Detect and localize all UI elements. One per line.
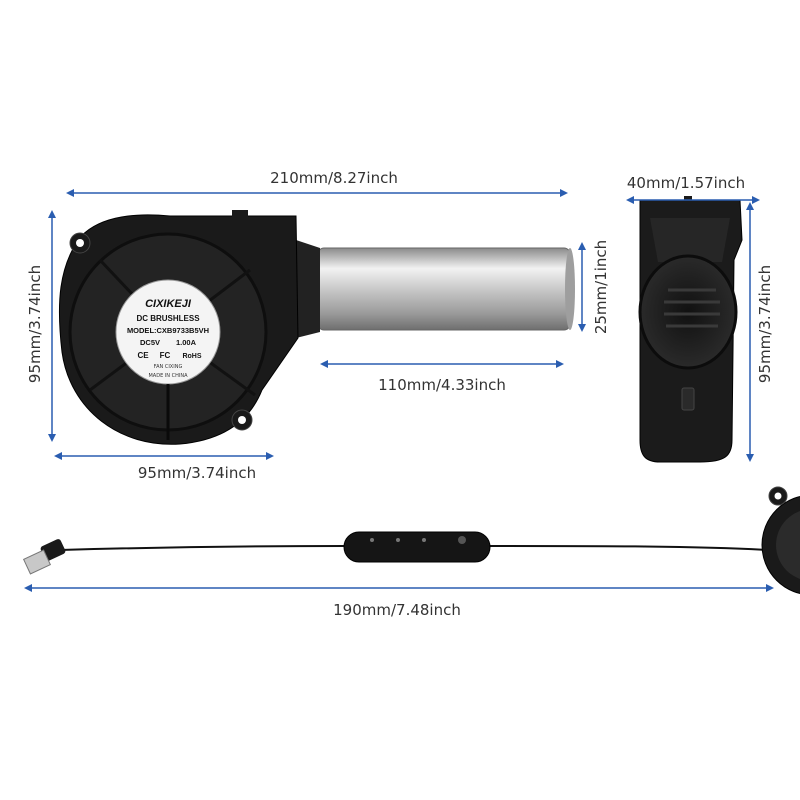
dim-fan-height: 95mm/3.74inch bbox=[26, 265, 44, 383]
speed-controller-icon bbox=[343, 531, 491, 563]
metal-tube bbox=[317, 247, 571, 331]
label-type: DC BRUSHLESS bbox=[136, 314, 200, 323]
side-inner-top bbox=[650, 218, 730, 262]
tube-end bbox=[565, 248, 575, 330]
label-rohs: RoHS bbox=[182, 353, 201, 360]
housing-nub bbox=[232, 210, 248, 218]
dim-side-depth: 40mm/1.57inch bbox=[627, 174, 745, 192]
tube-collar bbox=[296, 240, 320, 338]
blower-front-view: CIXIKEJI DC BRUSHLESS MODEL:CXB9733B5VH … bbox=[58, 210, 575, 445]
dim-total-length: 210mm/8.27inch bbox=[270, 169, 398, 187]
dim-side-height: 95mm/3.74inch bbox=[756, 265, 774, 383]
label-fc: FC bbox=[160, 351, 171, 360]
usb-cable bbox=[59, 545, 346, 551]
partial-fan-edge bbox=[761, 486, 800, 595]
label-voltage: DC5V bbox=[140, 338, 160, 347]
dim-cable-length: 190mm/7.48inch bbox=[333, 601, 461, 619]
label-current: 1.00A bbox=[176, 338, 197, 347]
side-switch bbox=[681, 387, 695, 411]
label-maker: FAN CIXING bbox=[154, 364, 183, 370]
label-model: MODEL:CXB9733B5VH bbox=[127, 326, 209, 335]
blower-side-view bbox=[638, 196, 743, 463]
label-brand: CIXIKEJI bbox=[145, 298, 192, 310]
dim-fan-width: 95mm/3.74inch bbox=[138, 464, 256, 482]
dim-tube-diameter: 25mm/1inch bbox=[592, 240, 610, 334]
dim-tube-length: 110mm/4.33inch bbox=[378, 376, 506, 394]
side-vent-slats bbox=[664, 288, 720, 328]
cable-assembly bbox=[22, 486, 800, 595]
usb-plug-icon bbox=[22, 539, 66, 575]
fan-cable bbox=[487, 545, 769, 551]
dimension-arrows bbox=[24, 189, 774, 592]
side-top-nub bbox=[684, 196, 692, 202]
side-outlet bbox=[638, 254, 738, 370]
label-origin: MADE IN CHINA bbox=[148, 373, 188, 379]
label-ce: CE bbox=[137, 351, 149, 360]
